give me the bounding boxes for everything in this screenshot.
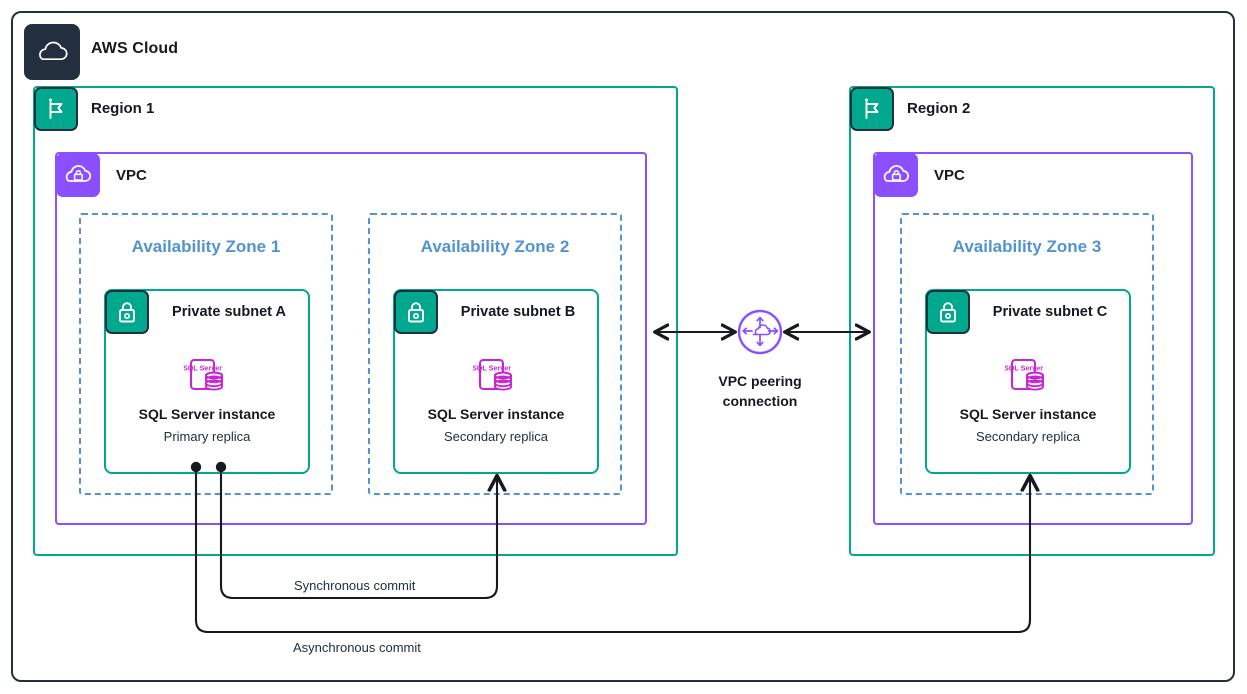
cloud-icon bbox=[24, 24, 80, 80]
instance-role: Primary replica bbox=[163, 429, 251, 444]
private-subnet-b: Private subnet B SQL Server SQL Server i… bbox=[393, 289, 599, 474]
availability-zone-3-title: Availability Zone 3 bbox=[952, 237, 1102, 256]
vpc-peering-label: VPC peering connection bbox=[680, 371, 840, 412]
vpc-peering-label-line2: connection bbox=[722, 393, 798, 410]
vpc-1-title: VPC bbox=[116, 167, 147, 184]
svg-text:SQL Server: SQL Server bbox=[473, 364, 511, 373]
instance-role: Secondary replica bbox=[975, 429, 1081, 444]
svg-text:SQL Server: SQL Server bbox=[1005, 364, 1043, 373]
instance-name: SQL Server instance bbox=[959, 406, 1097, 422]
private-subnet-lock-icon bbox=[926, 290, 970, 334]
private-subnet-a: Private subnet A SQL Server SQL Server i… bbox=[104, 289, 310, 474]
private-subnet-c: Private subnet C SQL Server SQL Server i… bbox=[925, 289, 1131, 474]
region-flag-icon bbox=[850, 87, 894, 131]
availability-zone-2-title: Availability Zone 2 bbox=[420, 237, 570, 256]
instance-name: SQL Server instance bbox=[427, 406, 565, 422]
sql-server-icon: SQL Server bbox=[183, 353, 230, 399]
private-subnet-lock-icon bbox=[394, 290, 438, 334]
region-1-title: Region 1 bbox=[91, 100, 155, 117]
private-subnet-a-title: Private subnet A bbox=[172, 304, 286, 320]
page-title: AWS Cloud bbox=[91, 40, 179, 57]
vpc-cloud-lock-icon bbox=[874, 153, 918, 197]
private-subnet-c-title: Private subnet C bbox=[992, 304, 1108, 320]
asynchronous-commit-label: Asynchronous commit bbox=[287, 640, 427, 655]
svg-text:SQL Server: SQL Server bbox=[184, 364, 222, 373]
instance-role: Secondary replica bbox=[443, 429, 549, 444]
private-subnet-b-title: Private subnet B bbox=[460, 304, 576, 320]
sql-server-icon: SQL Server bbox=[472, 353, 519, 399]
region-flag-icon bbox=[34, 87, 78, 131]
private-subnet-lock-icon bbox=[105, 290, 149, 334]
vpc-2-title: VPC bbox=[934, 167, 965, 184]
synchronous-commit-label: Synchronous commit bbox=[288, 578, 422, 593]
availability-zone-1-title: Availability Zone 1 bbox=[131, 237, 281, 256]
region-2-title: Region 2 bbox=[907, 100, 971, 117]
sql-server-icon: SQL Server bbox=[1004, 353, 1051, 399]
vpc-peering-label-line1: VPC peering bbox=[718, 373, 802, 389]
vpc-cloud-lock-icon bbox=[56, 153, 100, 197]
instance-name: SQL Server instance bbox=[138, 406, 276, 422]
